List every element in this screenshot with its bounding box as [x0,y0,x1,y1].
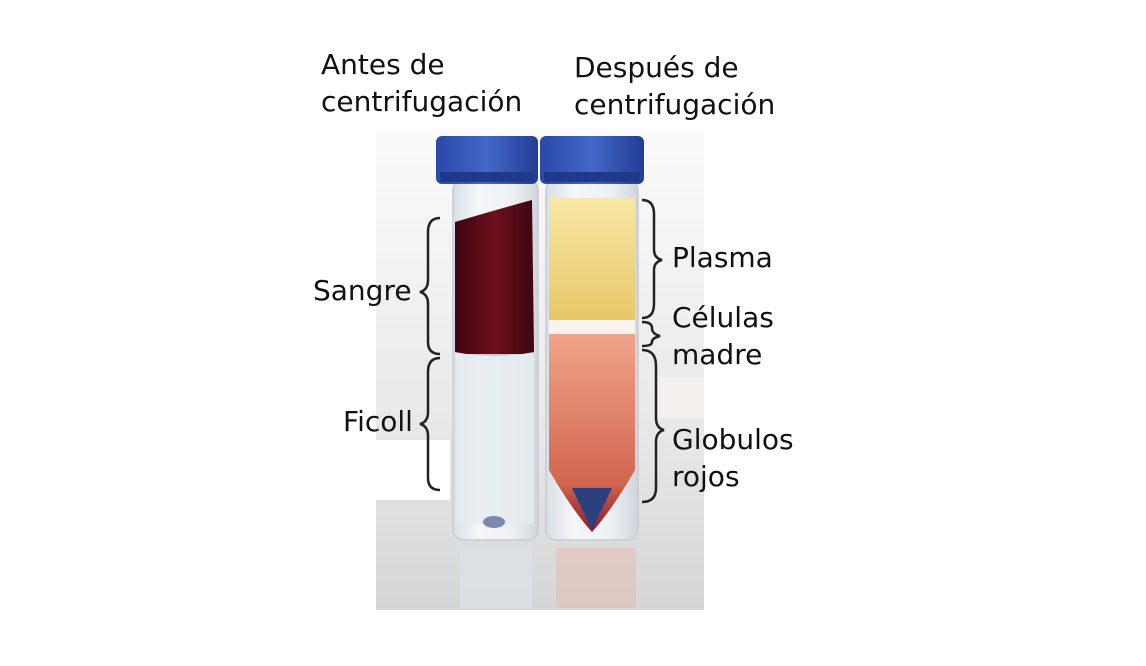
header-after-line1: Después de [574,51,739,84]
right-tube-plasma [549,198,635,320]
label-celulas-line2: madre [672,338,763,371]
label-ficoll: Ficoll [343,405,413,438]
white-label-right [658,378,704,418]
bracket-ficoll [419,356,441,492]
left-tube-ficoll [456,354,534,524]
left-cap-ridge [440,172,534,182]
label-globulos-line2: rojos [672,460,740,493]
header-before-line2: centrifugación [321,85,523,118]
header-before: Antes de centrifugación [321,46,522,120]
right-tube-buffy-coat [549,320,635,334]
right-cap-ridge [544,172,640,182]
label-globulos-line1: Globulos [672,423,794,456]
right-tube-red-cells [549,334,635,532]
left-tube-reflection [460,548,532,608]
right-tube-reflection [556,548,636,608]
label-celulas-line1: Células [672,301,774,334]
right-tube [540,136,644,541]
left-tube-blood [455,200,534,356]
header-after-line2: centrifugación [574,88,776,121]
label-celulas-madre: Células madre [672,299,774,373]
label-plasma: Plasma [672,241,773,274]
left-tube-pellet [483,516,505,528]
header-after: Después de centrifugación [574,49,775,123]
bracket-globulos-rojos [641,348,665,504]
left-tube [436,136,539,541]
header-before-line1: Antes de [321,48,445,81]
label-globulos-rojos: Globulos rojos [672,421,794,495]
bracket-celulas-madre [641,320,661,348]
photo-background [376,128,704,610]
bracket-sangre [419,216,441,356]
bracket-plasma [641,198,663,320]
label-sangre: Sangre [313,274,412,307]
right-tube-pellet [572,488,612,530]
